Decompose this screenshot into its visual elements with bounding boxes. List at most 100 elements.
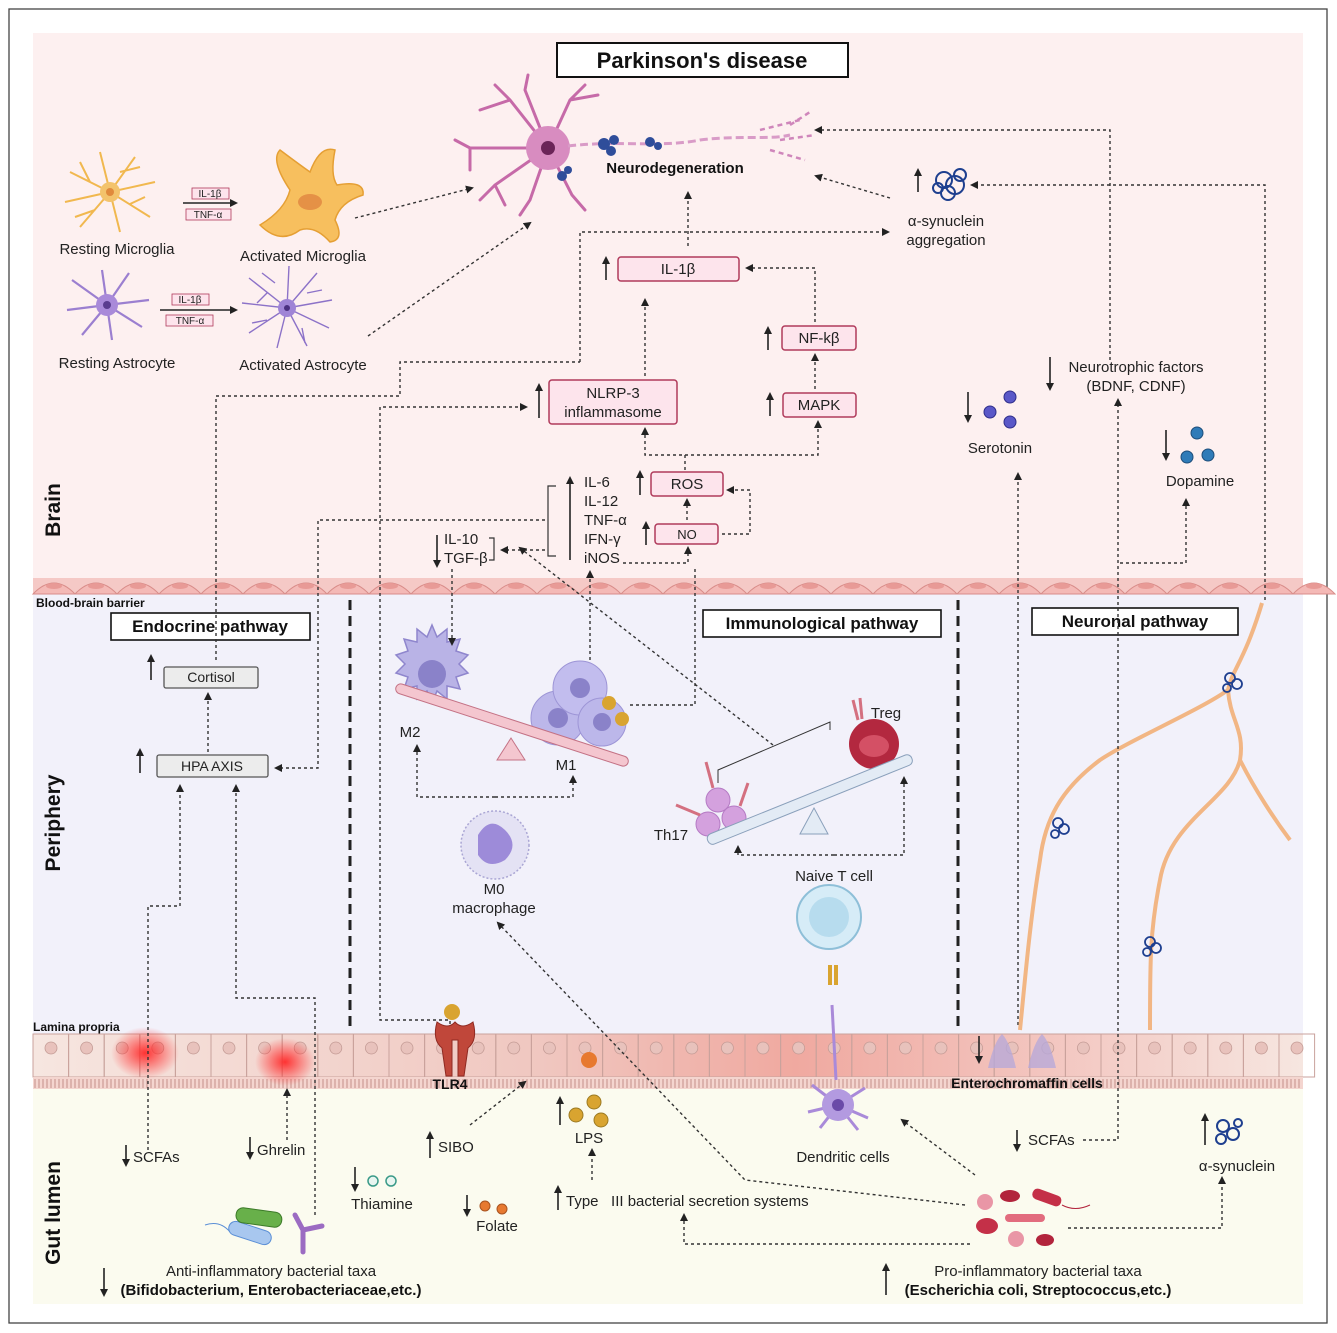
macrophage-balance-icon xyxy=(395,683,629,767)
arrow xyxy=(834,776,908,856)
nlrp3-box xyxy=(548,379,678,425)
arrow xyxy=(734,845,834,856)
thiamine-label: Thiamine xyxy=(351,1196,413,1213)
degenerating-neuron-icon xyxy=(453,73,816,217)
resting-microglia-icon xyxy=(64,151,156,233)
lamina-propria-label: Lamina propria xyxy=(33,1020,120,1034)
nfkb-box xyxy=(781,325,857,351)
folate-icon xyxy=(479,1200,508,1215)
arrow xyxy=(579,228,890,362)
anti-cytokine-item: IL-10 xyxy=(444,531,478,548)
pro-cytokine-item: IFN-γ xyxy=(584,531,621,548)
pro-cytokine-item: iNOS xyxy=(584,550,620,567)
page-title: Parkinson's disease xyxy=(597,48,808,73)
neuronal-pathway-label: Neuronal pathway xyxy=(1062,612,1209,631)
arrow xyxy=(379,403,528,1030)
alpha-synuclein-icon xyxy=(1215,1118,1243,1145)
title-box xyxy=(556,42,849,78)
dendritic-cells-label: Dendritic cells xyxy=(796,1149,889,1166)
region-label-gut-lumen: Gut lumen xyxy=(42,1161,65,1265)
il1b-label: IL-1β xyxy=(661,261,696,278)
anti-inflammatory-bacteria-icon xyxy=(204,1207,325,1255)
m2-label: M2 xyxy=(400,724,421,741)
svg-text:IL-1β: IL-1β xyxy=(179,295,202,306)
inflammation-spot xyxy=(255,1038,315,1086)
resting-microglia-label: Resting Microglia xyxy=(59,241,175,258)
nfkb-label: NF-kβ xyxy=(798,330,839,347)
hpa-box xyxy=(156,754,269,778)
naive-t-cell-label: Naive T cell xyxy=(795,868,873,885)
pro-cytokine-item: TNF-α xyxy=(584,512,627,529)
pro-taxa-label-2: (Escherichia coli, Streptococcus,etc.) xyxy=(905,1282,1172,1299)
pro-inflammatory-bacteria-icon xyxy=(976,1188,1091,1247)
pro-taxa-label-1: Pro-inflammatory bacterial taxa xyxy=(934,1263,1142,1280)
arrow xyxy=(722,486,751,535)
scfas-right-label: SCFAs xyxy=(1028,1132,1075,1149)
ros-label: ROS xyxy=(671,476,704,493)
alpha-synuclein-label: α-synuclein xyxy=(1199,1158,1275,1175)
tlr4-label: TLR4 xyxy=(433,1076,468,1092)
alpha-synuclein-aggregate-icon xyxy=(932,168,967,201)
hpa-label: HPA AXIS xyxy=(181,758,243,774)
arrow xyxy=(685,420,822,456)
mapk-label: MAPK xyxy=(798,397,841,414)
anti-taxa-label-2: (Bifidobacterium, Enterobacteriaceae,etc… xyxy=(121,1282,422,1299)
activated-microglia-icon xyxy=(258,148,364,243)
bracket xyxy=(547,485,556,557)
arrow xyxy=(354,185,474,219)
vagus-nerve-fibres xyxy=(1018,602,1292,1031)
activated-astrocyte-icon xyxy=(241,265,333,349)
neurotrophic-label-1: Neurotrophic factors xyxy=(1068,359,1203,376)
enterochromaffin-label: Enterochromaffin cells xyxy=(951,1075,1103,1091)
region-label-brain: Brain xyxy=(42,483,65,537)
periphery-region xyxy=(33,588,1303,1034)
naive-t-cell-icon xyxy=(796,884,862,985)
arrow xyxy=(367,221,532,337)
arrow xyxy=(1083,398,1122,1141)
cortisol-box xyxy=(163,666,259,689)
m0-label-1: M0 xyxy=(484,881,505,898)
arrow xyxy=(641,427,686,470)
nlrp3-label-1: NLRP-3 xyxy=(586,385,639,402)
arrow xyxy=(232,784,316,1215)
arrow xyxy=(745,264,816,322)
arrow xyxy=(630,567,696,706)
dopamine-label: Dopamine xyxy=(1166,473,1234,490)
intestinal-epithelium xyxy=(32,1027,1316,1089)
il1b-box xyxy=(617,256,740,282)
region-label-periphery: Periphery xyxy=(42,774,65,871)
ros-box xyxy=(650,471,724,497)
neurodegeneration-label: Neurodegeneration xyxy=(606,160,744,177)
cytokine-stimulus: IL-1β TNF-α xyxy=(183,187,238,221)
neuronal-pathway-box xyxy=(1031,607,1239,636)
bracket xyxy=(717,721,831,783)
pro-cytokine-item: IL-6 xyxy=(584,474,610,491)
anti-taxa-label-1: Anti-inflammatory bacterial taxa xyxy=(166,1263,377,1280)
svg-text:TNF-α: TNF-α xyxy=(176,316,205,327)
alpha-synuclein-in-nerve-icon xyxy=(1050,672,1243,957)
no-label: NO xyxy=(677,527,697,542)
arrow xyxy=(147,784,184,1150)
lps-label: LPS xyxy=(575,1130,603,1147)
bbb-label: Blood-brain barrier xyxy=(36,596,145,610)
anti-cytokine-item: TGF-β xyxy=(444,550,488,567)
endocrine-pathway-box xyxy=(110,612,311,641)
nlrp3-label-2: inflammasome xyxy=(564,404,662,421)
m0-label-2: macrophage xyxy=(452,900,535,917)
enterochromaffin-cell-icon xyxy=(988,1034,1056,1068)
pro-cytokine-item: IL-12 xyxy=(584,493,618,510)
dendritic-cell-icon xyxy=(807,1004,869,1131)
immunological-pathway-label: Immunological pathway xyxy=(726,614,919,633)
scfas-left-label: SCFAs xyxy=(133,1149,180,1166)
activated-microglia-label: Activated Microglia xyxy=(240,248,367,265)
svg-text:IL-1β: IL-1β xyxy=(199,189,222,200)
activated-astrocyte-label: Activated Astrocyte xyxy=(239,357,367,374)
th17-label: Th17 xyxy=(654,827,688,844)
m1-label: M1 xyxy=(556,757,577,774)
mapk-box xyxy=(782,392,857,418)
thiamine-icon xyxy=(367,1175,397,1187)
